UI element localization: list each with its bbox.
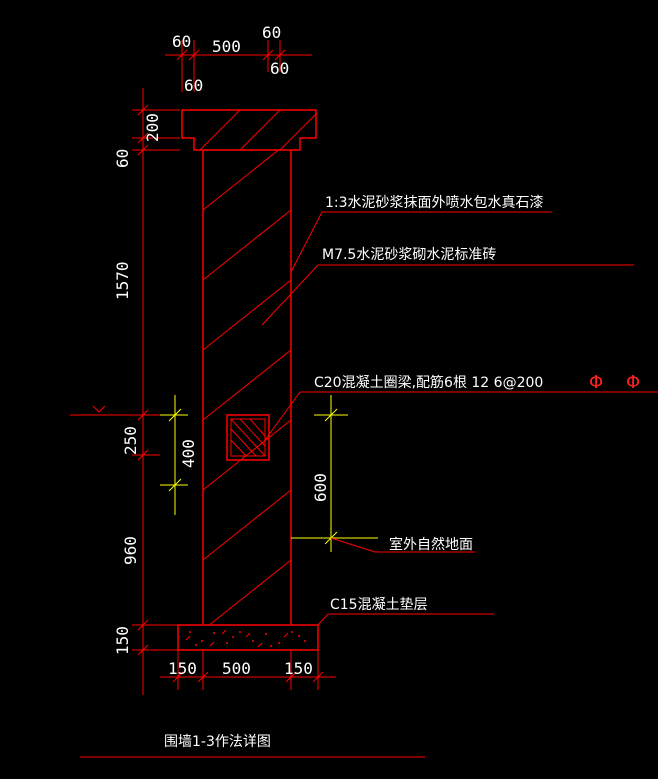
note-ground: 室外自然地面 (389, 536, 473, 553)
dim-bottom-150-left: 150 (168, 659, 197, 678)
left-dimension-lines (70, 88, 180, 695)
dim-left-60: 60 (113, 149, 132, 168)
note-masonry: M7.5水泥砂浆砌水泥标准砖 (322, 247, 496, 263)
dim-top-60-left: 60 (172, 32, 191, 51)
dim-left-150: 150 (113, 626, 132, 655)
dim-top-60-right-lower: 60 (270, 59, 289, 78)
ring-beam (226, 414, 270, 461)
dim-top-60-lower: 60 (184, 76, 203, 95)
dim-top-60-right: 60 (262, 23, 281, 42)
wall-cap (181, 109, 317, 151)
dim-left-1570: 1570 (113, 261, 132, 300)
level-mark-icon (92, 405, 106, 413)
left-dimension-text: 200 60 1570 250 960 150 (113, 113, 162, 655)
note-cushion: C15混凝土垫层 (330, 597, 428, 613)
dim-left-960: 960 (121, 536, 140, 565)
rebar-symbol-icon: Φ (589, 372, 603, 393)
dim-600: 600 (311, 473, 330, 502)
note-ring-beam: C20混凝土圈梁,配筋6根 12 6@200 (314, 374, 543, 391)
dim-left-250: 250 (121, 426, 140, 455)
dim-left-200: 200 (143, 113, 162, 142)
drawing-title: 围墙1-3作法详图 (164, 734, 271, 750)
dim-bottom-500: 500 (222, 659, 251, 678)
dim-bottom-150-right: 150 (284, 659, 313, 678)
dim-400: 400 (179, 439, 198, 468)
leader-lines (261, 211, 658, 626)
concrete-cushion (177, 624, 319, 651)
aux-dimension-400 (160, 395, 188, 515)
dim-top-500: 500 (212, 37, 241, 56)
rebar-symbol-icon: Φ (626, 372, 640, 393)
note-finish: 1:3水泥砂浆抹面外喷水包水真石漆 (325, 195, 544, 211)
bottom-dimension-lines (160, 650, 336, 690)
wall-body (202, 150, 292, 625)
brick-hatch (203, 150, 291, 625)
top-dimension-lines (165, 40, 312, 92)
